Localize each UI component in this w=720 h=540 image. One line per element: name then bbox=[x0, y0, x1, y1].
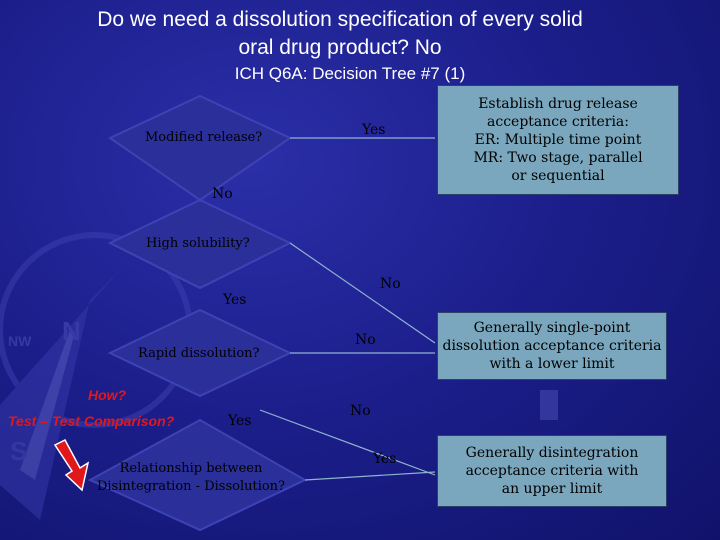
edge-yes-high-solubility: Yes bbox=[223, 292, 247, 308]
diamond-modified-release bbox=[107, 94, 293, 202]
red-arrow-icon bbox=[53, 439, 90, 492]
svg-text:N: N bbox=[62, 316, 81, 346]
box-single-line-3: with a lower limit bbox=[489, 356, 615, 372]
box-disintegration-line-1: Generally disintegration bbox=[465, 445, 639, 461]
box-release-line-1: Establish drug release bbox=[478, 96, 638, 112]
box-disintegration: Generally disintegration acceptance crit… bbox=[437, 435, 667, 507]
box-disintegration-line-2: acceptance criteria with bbox=[465, 463, 639, 479]
edge-yes-relationship: Yes bbox=[373, 451, 397, 467]
box-single-line-2: dissolution acceptance criteria bbox=[442, 338, 662, 354]
annotation-test-comparison: Test – Test Comparison? bbox=[8, 413, 175, 429]
slide-subtitle: ICH Q6A: Decision Tree #7 (1) bbox=[234, 64, 466, 83]
annotation-how: How? bbox=[88, 387, 127, 403]
box-release-line-4: MR: Two stage, parallel bbox=[473, 150, 643, 166]
svg-text:NW: NW bbox=[8, 333, 32, 349]
box-disintegration-line-3: an upper limit bbox=[501, 481, 603, 497]
title-line-1: Do we need a dissolution specification o… bbox=[97, 8, 583, 31]
node-high-solubility: High solubility? bbox=[146, 236, 250, 251]
box-release-line-3: ER: Multiple time point bbox=[474, 132, 642, 148]
node-relationship-line-2: Disintegration - Dissolution? bbox=[96, 479, 286, 494]
edge-yes-rapid-dissolution: Yes bbox=[228, 413, 252, 429]
title-line-2: oral drug product? No bbox=[238, 36, 442, 59]
slide-title: Do we need a dissolution specification o… bbox=[40, 6, 640, 62]
box-release-line-5: or sequential bbox=[511, 168, 605, 184]
node-relationship: Relationship between Disintegration - Di… bbox=[96, 460, 286, 496]
node-rapid-dissolution: Rapid dissolution? bbox=[138, 346, 260, 361]
box-release-criteria: Establish drug release acceptance criter… bbox=[437, 85, 679, 195]
edge-no-relationship: No bbox=[350, 403, 371, 419]
edge-no-modified-release: No bbox=[212, 186, 233, 202]
node-modified-release: Modified release? bbox=[145, 130, 263, 145]
box-single-point: Generally single-point dissolution accep… bbox=[437, 312, 667, 380]
svg-text:S: S bbox=[10, 436, 27, 466]
edge-no-rapid-dissolution: No bbox=[355, 332, 376, 348]
box-single-line-1: Generally single-point bbox=[473, 320, 631, 336]
edge-no-high-solubility: No bbox=[380, 276, 401, 292]
edge-yes-modified-release: Yes bbox=[362, 122, 386, 138]
box-release-line-2: acceptance criteria: bbox=[487, 114, 629, 130]
node-relationship-line-1: Relationship between bbox=[119, 461, 263, 476]
compass-watermark-icon: N S NW bbox=[0, 232, 558, 520]
